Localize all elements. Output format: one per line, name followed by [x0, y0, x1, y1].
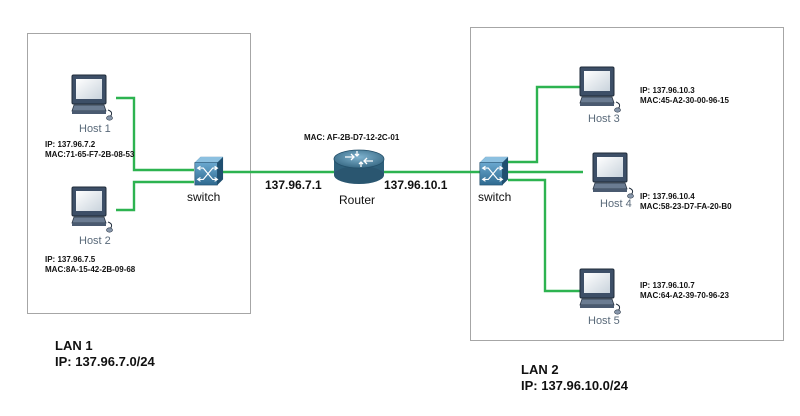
lan2-network: IP: 137.96.10.0/24 — [521, 378, 628, 393]
host5-mac: MAC:64-A2-39-70-96-23 — [640, 291, 729, 300]
lan2-name: LAN 2 — [521, 362, 559, 377]
host4-mac: MAC:58-23-D7-FA-20-B0 — [640, 202, 732, 211]
host1-ip: IP: 137.96.7.2 — [45, 140, 96, 149]
lan2-boundary — [470, 27, 784, 341]
lan1-switch-icon[interactable] — [194, 156, 224, 186]
router-icon[interactable] — [333, 149, 385, 184]
host2-mac: MAC:8A-15-42-2B-09-68 — [45, 265, 136, 274]
host4-ip: IP: 137.96.10.4 — [640, 192, 695, 201]
lan1-name: LAN 1 — [55, 338, 93, 353]
host5-computer-icon[interactable] — [579, 268, 621, 315]
lan2-switch-label: switch — [478, 190, 512, 204]
host3-ip: IP: 137.96.10.3 — [640, 86, 695, 95]
host1-label: Host 1 — [79, 123, 111, 135]
router-mac: MAC: AF-2B-D7-12-2C-01 — [304, 133, 400, 142]
host1-mac: MAC:71-65-F7-2B-08-53 — [45, 150, 135, 159]
host3-computer-icon[interactable] — [579, 66, 621, 113]
host3-label: Host 3 — [588, 113, 620, 125]
link-switch2-host3 — [508, 85, 580, 164]
link-host1-switch — [116, 96, 194, 172]
lan1-network: IP: 137.96.7.0/24 — [55, 354, 155, 369]
host2-label: Host 2 — [79, 235, 111, 247]
host2-ip: IP: 137.96.7.5 — [45, 255, 96, 264]
router-label: Router — [339, 193, 376, 207]
link-switch2-host5 — [508, 178, 580, 293]
host2-computer-icon[interactable] — [71, 186, 113, 233]
host5-label: Host 5 — [588, 315, 620, 327]
router-right-ip: 137.96.10.1 — [384, 178, 448, 192]
host5-ip: IP: 137.96.10.7 — [640, 281, 695, 290]
router-left-ip: 137.96.7.1 — [265, 178, 322, 192]
lan2-switch-icon[interactable] — [479, 156, 509, 186]
host3-mac: MAC:45-A2-30-00-96-15 — [640, 96, 729, 105]
host4-label: Host 4 — [600, 198, 632, 210]
links — [116, 85, 583, 293]
host4-computer-icon[interactable] — [592, 152, 634, 199]
lan1-switch-label: switch — [187, 190, 221, 204]
lan1-boundary — [27, 33, 251, 314]
link-host2-switch — [116, 180, 194, 212]
host1-computer-icon[interactable] — [71, 74, 113, 121]
